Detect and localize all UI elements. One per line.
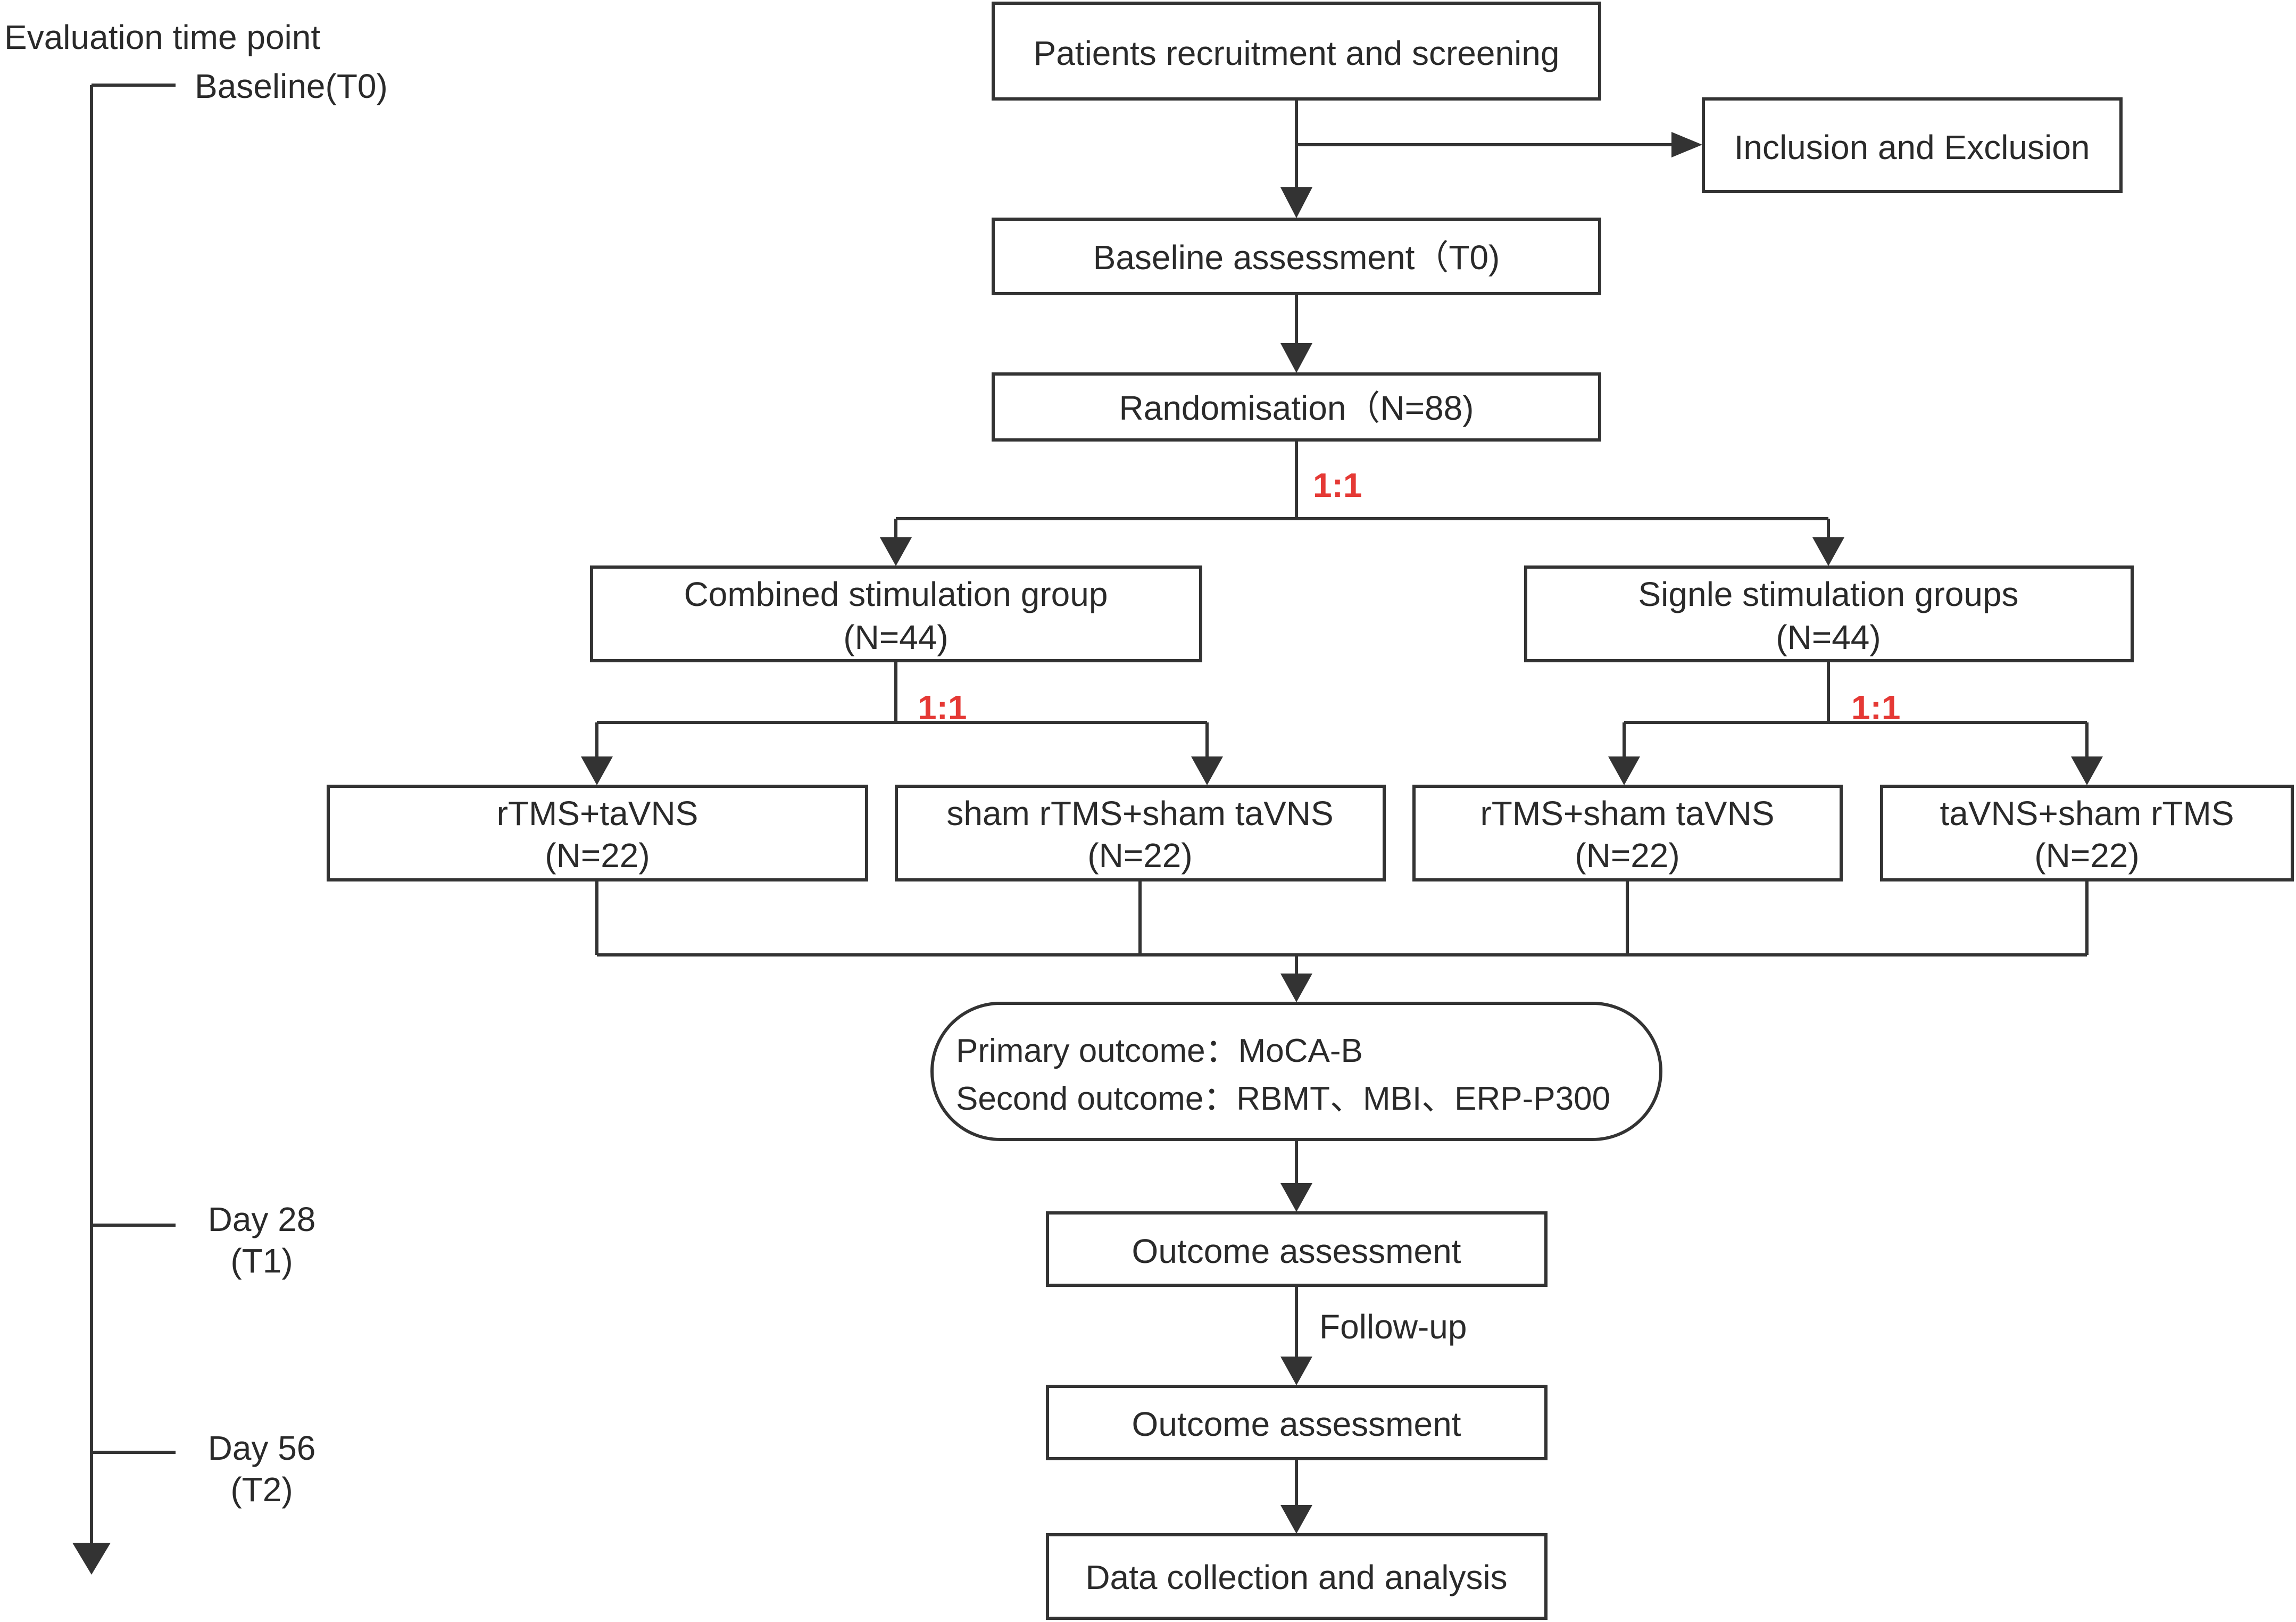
arrowhead — [1280, 1357, 1312, 1385]
arrowhead — [1671, 132, 1702, 157]
timeline-point-t1: Day 28 — [207, 1200, 316, 1238]
arrowhead — [1280, 343, 1312, 373]
box-inclusion — [1702, 97, 2123, 193]
arrowhead — [72, 1543, 111, 1575]
node-baseline-label: Baseline assessment（T0) — [1093, 238, 1500, 277]
node-assess1-label: Outcome assessment — [1132, 1232, 1461, 1270]
node-single-label: Signle stimulation groups — [1638, 575, 2019, 613]
timeline-point-t2-code: (T2) — [230, 1470, 293, 1509]
ratio-single: 1:1 — [1851, 688, 1901, 727]
node-data-label: Data collection and analysis — [1085, 1558, 1508, 1596]
timeline-point-t2: Day 56 — [207, 1429, 316, 1467]
node-randomisation-label: Randomisation（N=88) — [1119, 389, 1474, 427]
box-data — [1046, 1533, 1548, 1620]
arrowhead — [1191, 756, 1223, 785]
node-combined-n: (N=44) — [843, 618, 949, 656]
arrowhead — [1280, 1183, 1312, 1212]
node-primary-outcome: Primary outcome：MoCA-B — [956, 1033, 1363, 1069]
arrowhead — [1280, 1505, 1312, 1534]
node-single-n: (N=44) — [1776, 618, 1881, 656]
node-assess2-label: Outcome assessment — [1132, 1405, 1461, 1443]
node-arm2-label: sham rTMS+sham taVNS — [946, 794, 1334, 833]
node-arm3-label: rTMS+sham taVNS — [1480, 794, 1775, 833]
timeline-point-t0: Baseline(T0) — [195, 67, 388, 105]
followup-label: Follow-up — [1319, 1308, 1467, 1346]
arrowhead — [1280, 974, 1312, 1002]
node-arm3-n: (N=22) — [1575, 836, 1680, 875]
node-arm2-n: (N=22) — [1087, 836, 1193, 875]
node-arm4-label: taVNS+sham rTMS — [1940, 794, 2234, 833]
node-inclusion-label: Inclusion and Exclusion — [1734, 128, 2090, 167]
node-second-outcome: Second outcome：RBMT、MBI、ERP-P300 — [956, 1080, 1611, 1117]
arrowhead — [1812, 537, 1844, 566]
node-arm1-label: rTMS+taVNS — [496, 794, 698, 833]
box-outcomes — [930, 1002, 1662, 1141]
ratio-main: 1:1 — [1313, 466, 1362, 504]
node-arm4-n: (N=22) — [2034, 836, 2140, 875]
ratio-combined: 1:1 — [918, 688, 967, 727]
arrowhead — [2071, 756, 2103, 785]
arrowhead — [581, 756, 613, 785]
arrowhead — [880, 537, 912, 566]
node-recruit-label: Patients recruitment and screening — [1033, 34, 1560, 72]
arrowhead — [1280, 187, 1312, 218]
node-arm1-n: (N=22) — [545, 836, 650, 875]
timeline-point-t1-code: (T1) — [230, 1242, 293, 1280]
timeline-title: Evaluation time point — [4, 18, 321, 56]
node-combined-label: Combined stimulation group — [684, 575, 1108, 613]
arrowhead — [1608, 756, 1640, 785]
